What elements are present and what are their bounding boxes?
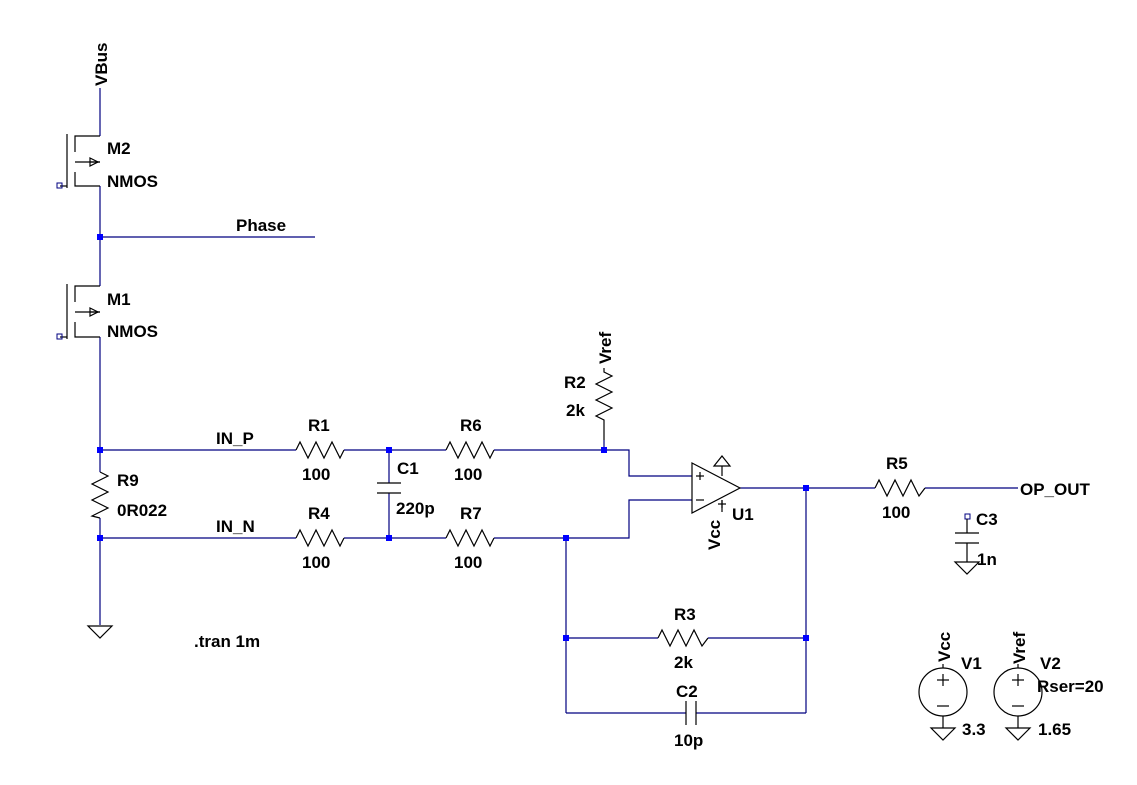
r5-name: R5 [886, 454, 908, 473]
m2-model: NMOS [107, 172, 158, 191]
r6-name: R6 [460, 416, 482, 435]
svg-text:VBus: VBus [92, 43, 111, 86]
voltage-source-v1[interactable]: Vcc V1 3.3 [918, 632, 986, 741]
resistor-r5[interactable]: R5 100 [874, 454, 926, 522]
ground-symbol [86, 625, 114, 639]
r9-value: 0R022 [117, 501, 167, 520]
resistor-r6[interactable]: R6 100 [445, 416, 495, 484]
resistor-r3[interactable]: R3 2k [657, 605, 709, 672]
in-p-net-label: IN_P [216, 429, 254, 448]
op-out-net-label: OP_OUT [1020, 480, 1091, 499]
c3-value: 1n [977, 550, 997, 569]
voltage-source-v2[interactable]: Vref V2 Rser=20 1.65 [993, 632, 1104, 741]
v1-net-label: Vcc [935, 632, 954, 662]
r4-value: 100 [302, 553, 330, 572]
r3-value: 2k [674, 653, 693, 672]
u1-name: U1 [732, 505, 754, 524]
r4-name: R4 [308, 504, 330, 523]
r9-name: R9 [117, 471, 139, 490]
resistor-r9[interactable]: R9 0R022 [90, 471, 167, 520]
junctions [97, 234, 809, 641]
c3-name: C3 [976, 510, 998, 529]
r3-name: R3 [674, 605, 696, 624]
c2-value: 10p [674, 731, 703, 750]
capacitor-c3[interactable]: C3 1n [953, 510, 998, 575]
r6-value: 100 [454, 465, 482, 484]
capacitor-c2[interactable]: C2 10p [674, 682, 703, 750]
vbus-net-label: VBus [92, 43, 111, 86]
c1-value: 220p [396, 499, 435, 518]
wires [99, 88, 1018, 714]
opamp-u1[interactable]: Vcc U1 [691, 455, 754, 550]
tran-directive[interactable]: .tran 1m [194, 632, 260, 651]
v2-value: 1.65 [1038, 720, 1071, 739]
v2-name: V2 [1040, 654, 1061, 673]
r1-name: R1 [308, 416, 330, 435]
v1-value: 3.3 [962, 720, 986, 739]
r7-value: 100 [454, 553, 482, 572]
v2-net-label: Vref [1010, 632, 1029, 664]
u1-vcc-net-label: Vcc [705, 520, 724, 550]
resistor-r2[interactable]: R2 2k Vref [564, 332, 615, 440]
r5-value: 100 [882, 503, 910, 522]
m1-model: NMOS [107, 322, 158, 341]
mosfet-m2[interactable]: M2 NMOS [56, 134, 158, 191]
resistor-r4[interactable]: R4 100 [295, 504, 345, 572]
r2-vref-net-label: Vref [596, 332, 615, 364]
r7-name: R7 [460, 504, 482, 523]
c1-name: C1 [397, 459, 419, 478]
phase-net-label: Phase [236, 216, 286, 235]
capacitor-c1[interactable]: C1 220p [377, 459, 435, 518]
resistor-r7[interactable]: R7 100 [445, 504, 495, 572]
m1-name: M1 [107, 290, 131, 309]
r2-name: R2 [564, 373, 586, 392]
v2-extra: Rser=20 [1037, 677, 1104, 696]
r2-value: 2k [566, 401, 585, 420]
m2-name: M2 [107, 139, 131, 158]
mosfet-m1[interactable]: M1 NMOS [56, 284, 158, 341]
r1-value: 100 [302, 465, 330, 484]
resistor-r1[interactable]: R1 100 [295, 416, 345, 484]
v1-name: V1 [961, 654, 982, 673]
c2-name: C2 [676, 682, 698, 701]
in-n-net-label: IN_N [216, 517, 255, 536]
